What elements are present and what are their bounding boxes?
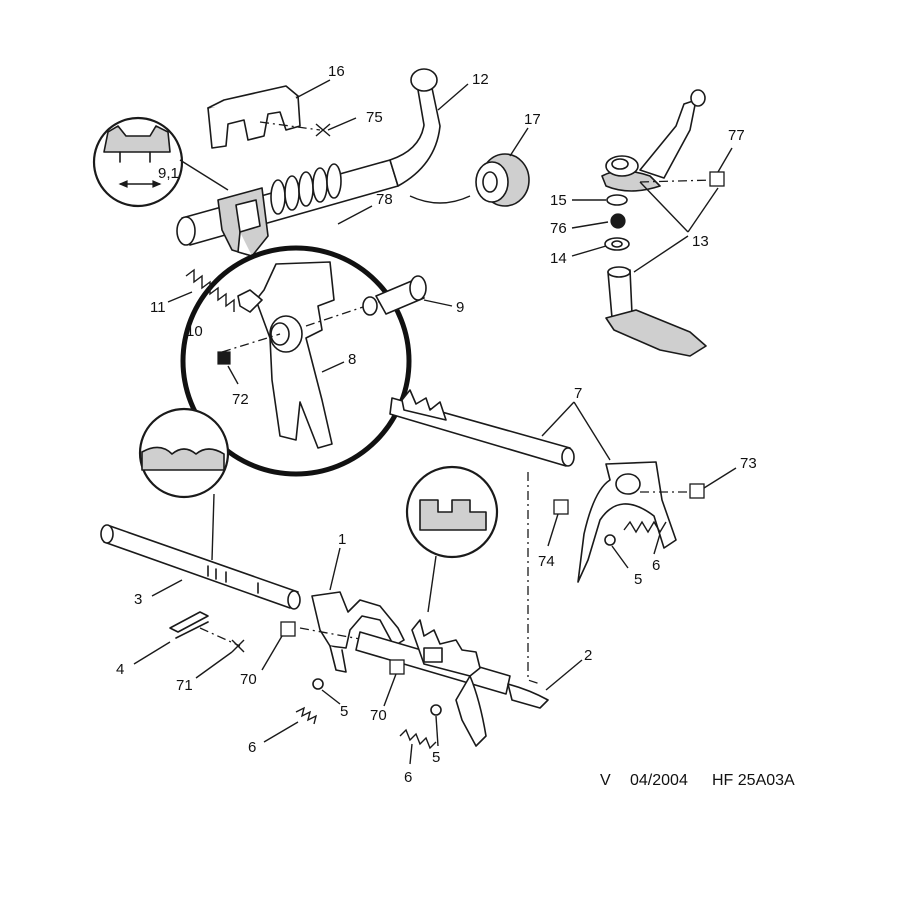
bracket-16 [207,85,301,149]
label-72: 72 [232,391,249,408]
detail-callout-shaft-profile [138,407,230,561]
cross-fastener-75 [315,123,331,137]
detail-callout-dimension [92,116,229,208]
washer-14 [604,237,630,251]
spring-6-left [295,706,318,725]
label-6-right: 6 [652,557,660,574]
label-16: 16 [328,63,345,80]
label-76: 76 [550,220,567,237]
fork-rod-7 [389,389,575,467]
label-7: 7 [574,385,582,402]
part-labels: 16 12 75 17 77 78 15 76 13 14 9,1 11 10 … [116,63,757,786]
washer-15 [606,194,628,206]
ball-76 [610,213,626,229]
spring-11 [185,268,235,312]
label-73: 73 [740,455,757,472]
label-3: 3 [134,591,142,608]
label-17: 17 [524,111,541,128]
reference-footer: V 04/2004 HF 25A03A [600,772,795,789]
label-74: 74 [538,553,555,570]
shift-rod-3 [100,524,301,610]
label-11: 11 [150,299,166,316]
footer-reference: HF 25A03A [712,772,795,789]
fork-2 [355,619,549,747]
selector-arm-13 [601,89,706,192]
label-6-left: 6 [248,739,256,756]
label-10: 10 [186,323,203,340]
label-4: 4 [116,661,124,678]
fork-7 [577,461,677,583]
label-6-bottom: 6 [404,769,412,786]
footer-version: V [600,772,611,789]
label-5-bottom: 5 [432,749,440,766]
footer-date: 04/2004 [630,772,688,789]
label-2: 2 [584,647,592,664]
spring-6-right [623,520,667,534]
label-14: 14 [550,250,567,267]
gear-lever-shaft [176,68,441,257]
clip-4 [169,611,209,639]
plunger-10 [237,289,263,313]
label-15: 15 [550,192,567,209]
shaft-spring-coils [270,163,342,215]
label-77: 77 [728,127,745,144]
highlight-circle [180,245,412,477]
label-70-left: 70 [240,671,257,688]
label-5-left: 5 [340,703,348,720]
label-12: 12 [472,71,489,88]
label-71: 71 [176,677,193,694]
label-9: 9 [456,299,464,316]
leader-lines [133,79,737,765]
spring-6-bottom [399,728,437,750]
selector-finger-13 [605,266,707,357]
label-dimension: 9,1 [158,165,179,182]
square-nut-72 [217,351,231,365]
label-75: 75 [366,109,383,126]
label-8: 8 [348,351,356,368]
boot-17 [475,153,530,207]
label-5-right: 5 [634,571,642,588]
label-13: 13 [692,233,709,250]
cross-fastener-71 [231,639,245,653]
pin-9 [362,275,427,316]
label-78: 78 [376,191,393,208]
fork-8 [255,261,335,449]
label-1: 1 [338,531,346,548]
label-70-mid: 70 [370,707,387,724]
detail-callout-fork-profile [405,465,499,613]
